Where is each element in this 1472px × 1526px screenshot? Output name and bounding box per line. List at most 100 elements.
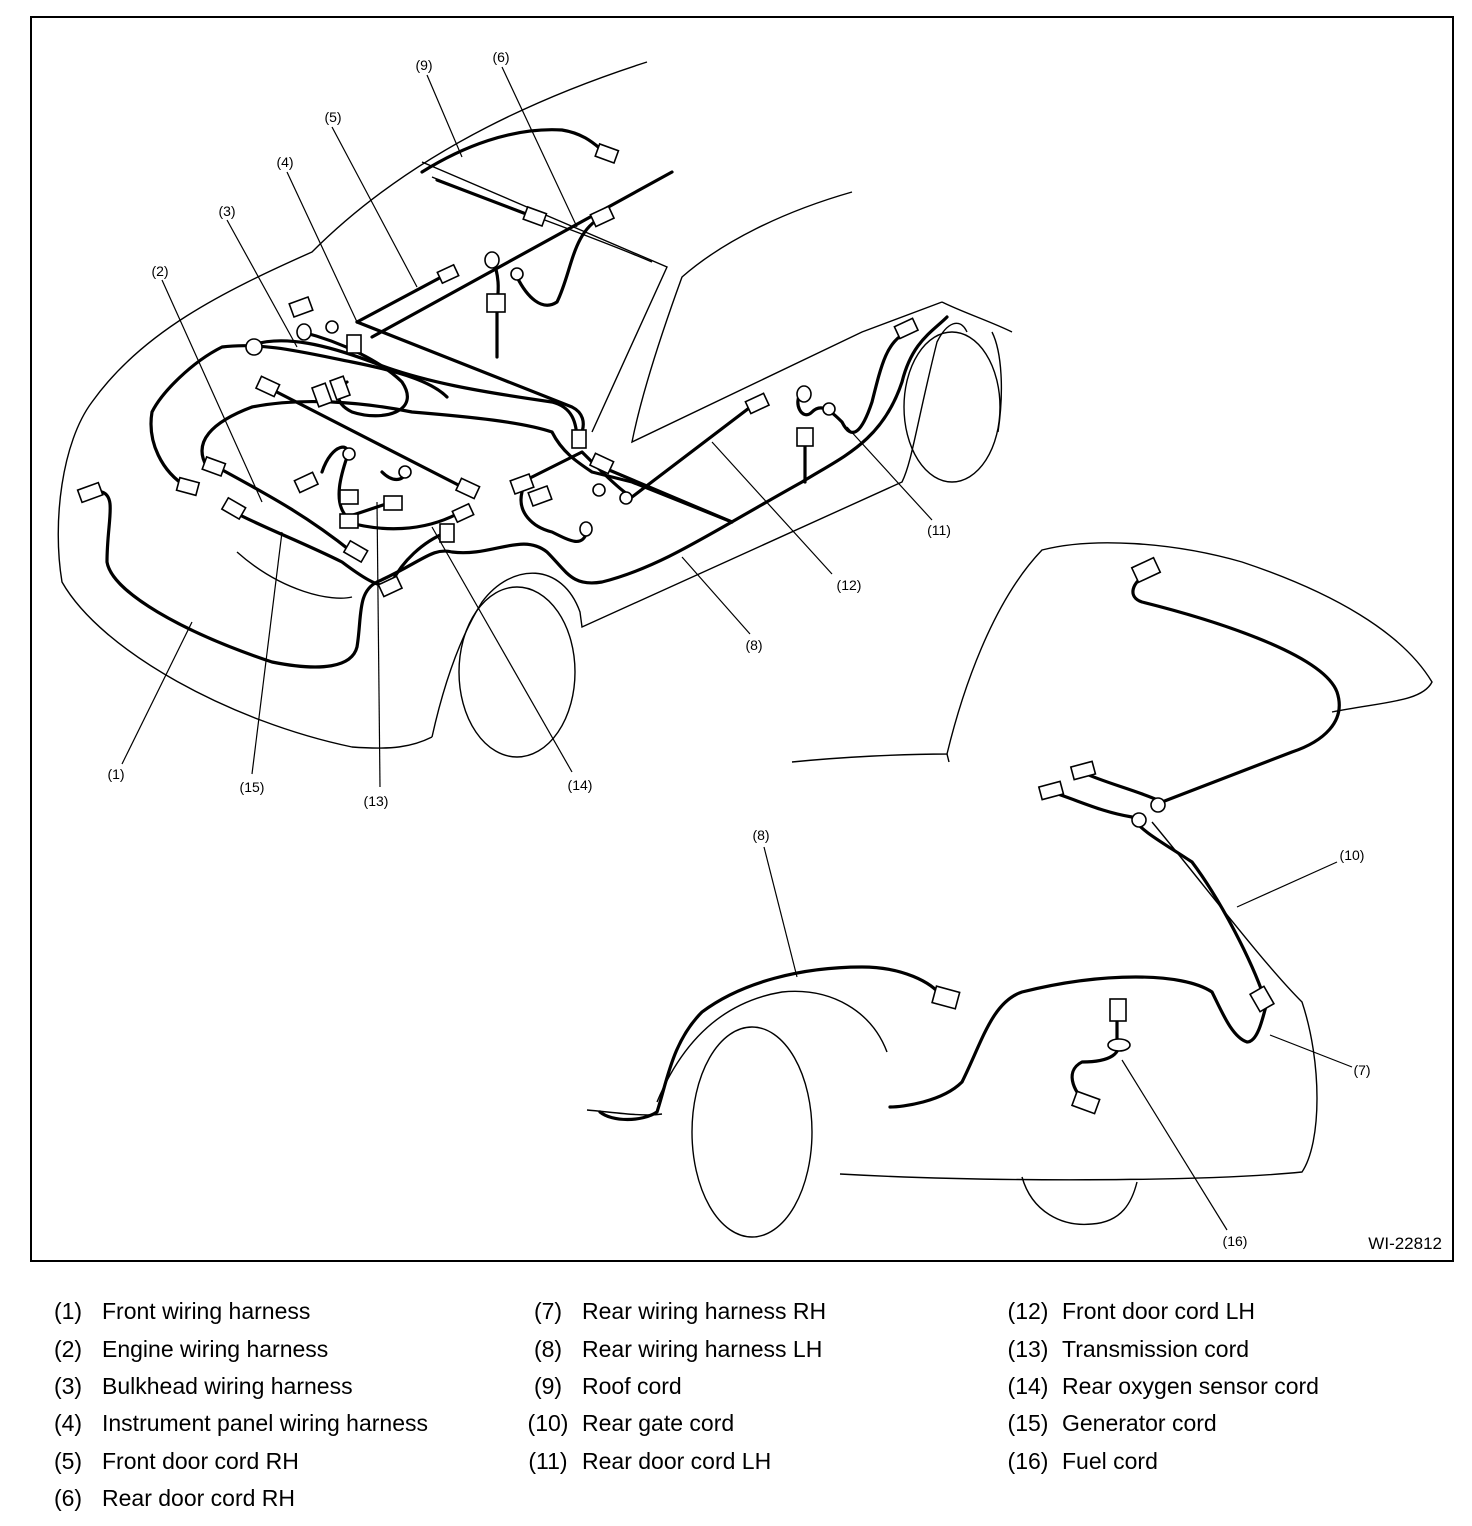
legend: (1)Front wiring harness (2)Engine wiring… bbox=[0, 1292, 1472, 1522]
connector bbox=[76, 481, 104, 504]
legend-number: (5) bbox=[53, 1448, 83, 1474]
grommet bbox=[342, 447, 356, 461]
grommet bbox=[1107, 1038, 1131, 1052]
callout-15: (15) bbox=[240, 779, 265, 795]
legend-label: Roof cord bbox=[582, 1373, 682, 1399]
legend-label: Engine wiring harness bbox=[102, 1336, 329, 1362]
connector bbox=[346, 334, 362, 354]
connector bbox=[796, 427, 814, 447]
connector bbox=[594, 142, 620, 165]
legend-number: (4) bbox=[53, 1410, 83, 1436]
connector bbox=[571, 429, 587, 449]
connector bbox=[339, 513, 359, 529]
rear-connectors bbox=[931, 556, 1276, 1115]
callout-6: (6) bbox=[492, 49, 509, 65]
legend-label: Transmission cord bbox=[1062, 1336, 1250, 1362]
legend-label: Rear wiring harness LH bbox=[582, 1336, 823, 1362]
connector bbox=[588, 452, 615, 475]
callout-16: (16) bbox=[1223, 1233, 1248, 1249]
callout-8-front: (8) bbox=[745, 637, 762, 653]
legend-label: Front door cord RH bbox=[102, 1448, 299, 1474]
connector bbox=[175, 476, 201, 497]
legend-label: Rear oxygen sensor cord bbox=[1062, 1373, 1319, 1399]
legend-number: (11) bbox=[528, 1448, 568, 1474]
grommet bbox=[325, 320, 339, 334]
legend-number: (15) bbox=[1007, 1410, 1049, 1436]
connector bbox=[509, 472, 535, 496]
connector bbox=[527, 484, 553, 508]
grommet bbox=[619, 491, 633, 505]
connector bbox=[522, 205, 548, 228]
callout-leaders bbox=[121, 66, 1353, 1231]
callout-13: (13) bbox=[364, 793, 389, 809]
connector bbox=[931, 985, 961, 1010]
connector bbox=[451, 502, 475, 524]
legend-label: Instrument panel wiring harness bbox=[102, 1410, 428, 1436]
rear-car-body-outline bbox=[586, 542, 1433, 1238]
figure-id: WI-22812 bbox=[1368, 1234, 1442, 1253]
legend-number: (13) bbox=[1007, 1336, 1049, 1362]
callout-4: (4) bbox=[276, 154, 293, 170]
grommet bbox=[245, 338, 263, 356]
callout-7: (7) bbox=[1353, 1062, 1370, 1078]
legend-label: Rear gate cord bbox=[582, 1410, 735, 1436]
connector bbox=[201, 455, 227, 478]
connector bbox=[1070, 1090, 1101, 1115]
connector bbox=[377, 575, 404, 598]
callout-11: (11) bbox=[927, 522, 951, 538]
connector bbox=[436, 263, 460, 285]
legend-label: Front door cord LH bbox=[1062, 1298, 1256, 1324]
legend-number: (10) bbox=[527, 1410, 569, 1436]
connector bbox=[1130, 556, 1162, 584]
wiring-diagram-svg: (1) (2) (3) (4) (5) (6) (7) (8) (9) (10)… bbox=[57, 49, 1433, 1249]
callout-12: (12) bbox=[837, 577, 862, 593]
grommet bbox=[592, 483, 606, 497]
legend-number: (8) bbox=[533, 1336, 563, 1362]
legend-label: Generator cord bbox=[1062, 1410, 1217, 1436]
grommet bbox=[510, 267, 524, 281]
connector bbox=[744, 392, 771, 415]
callout-3: (3) bbox=[218, 203, 235, 219]
grommet bbox=[1131, 812, 1147, 828]
legend-label: Rear wiring harness RH bbox=[582, 1298, 827, 1324]
connector bbox=[383, 495, 403, 511]
grommet bbox=[822, 402, 836, 416]
callout-14: (14) bbox=[568, 777, 593, 793]
connector bbox=[1109, 998, 1127, 1022]
connector bbox=[328, 375, 352, 401]
grommet bbox=[579, 521, 593, 537]
grommet bbox=[484, 251, 500, 269]
rear-harness-wires bbox=[598, 572, 1341, 1122]
callout-10: (10) bbox=[1340, 847, 1365, 863]
legend-label: Front wiring harness bbox=[102, 1298, 311, 1324]
legend-label: Fuel cord bbox=[1062, 1448, 1158, 1474]
grommet bbox=[796, 385, 812, 403]
connector bbox=[1037, 780, 1065, 801]
connector bbox=[893, 317, 920, 340]
legend-number: (16) bbox=[1007, 1448, 1049, 1474]
legend-number: (3) bbox=[53, 1373, 83, 1399]
connector bbox=[1069, 760, 1097, 781]
callout-labels: (1) (2) (3) (4) (5) (6) (7) (8) (9) (10)… bbox=[107, 49, 1370, 1249]
callout-1: (1) bbox=[107, 766, 124, 782]
legend-number: (12) bbox=[1007, 1298, 1049, 1324]
callout-9: (9) bbox=[415, 57, 432, 73]
connector bbox=[310, 382, 334, 408]
grommet bbox=[398, 465, 412, 479]
connector bbox=[293, 471, 320, 494]
connector bbox=[254, 375, 281, 398]
connector bbox=[486, 293, 506, 313]
connector bbox=[342, 539, 369, 564]
wiring-diagram-figure: (1) (2) (3) (4) (5) (6) (7) (8) (9) (10)… bbox=[30, 16, 1454, 1262]
callout-8-rear: (8) bbox=[752, 827, 769, 843]
grommet bbox=[1150, 797, 1166, 813]
legend-number: (7) bbox=[533, 1298, 563, 1324]
legend-number: (2) bbox=[53, 1336, 83, 1362]
legend-number: (9) bbox=[533, 1373, 563, 1399]
connector bbox=[439, 523, 455, 543]
callout-2: (2) bbox=[151, 263, 168, 279]
connector bbox=[339, 489, 359, 505]
legend-label: Rear door cord RH bbox=[102, 1485, 296, 1511]
legend-number: (6) bbox=[53, 1485, 83, 1511]
legend-label: Rear door cord LH bbox=[582, 1448, 772, 1474]
